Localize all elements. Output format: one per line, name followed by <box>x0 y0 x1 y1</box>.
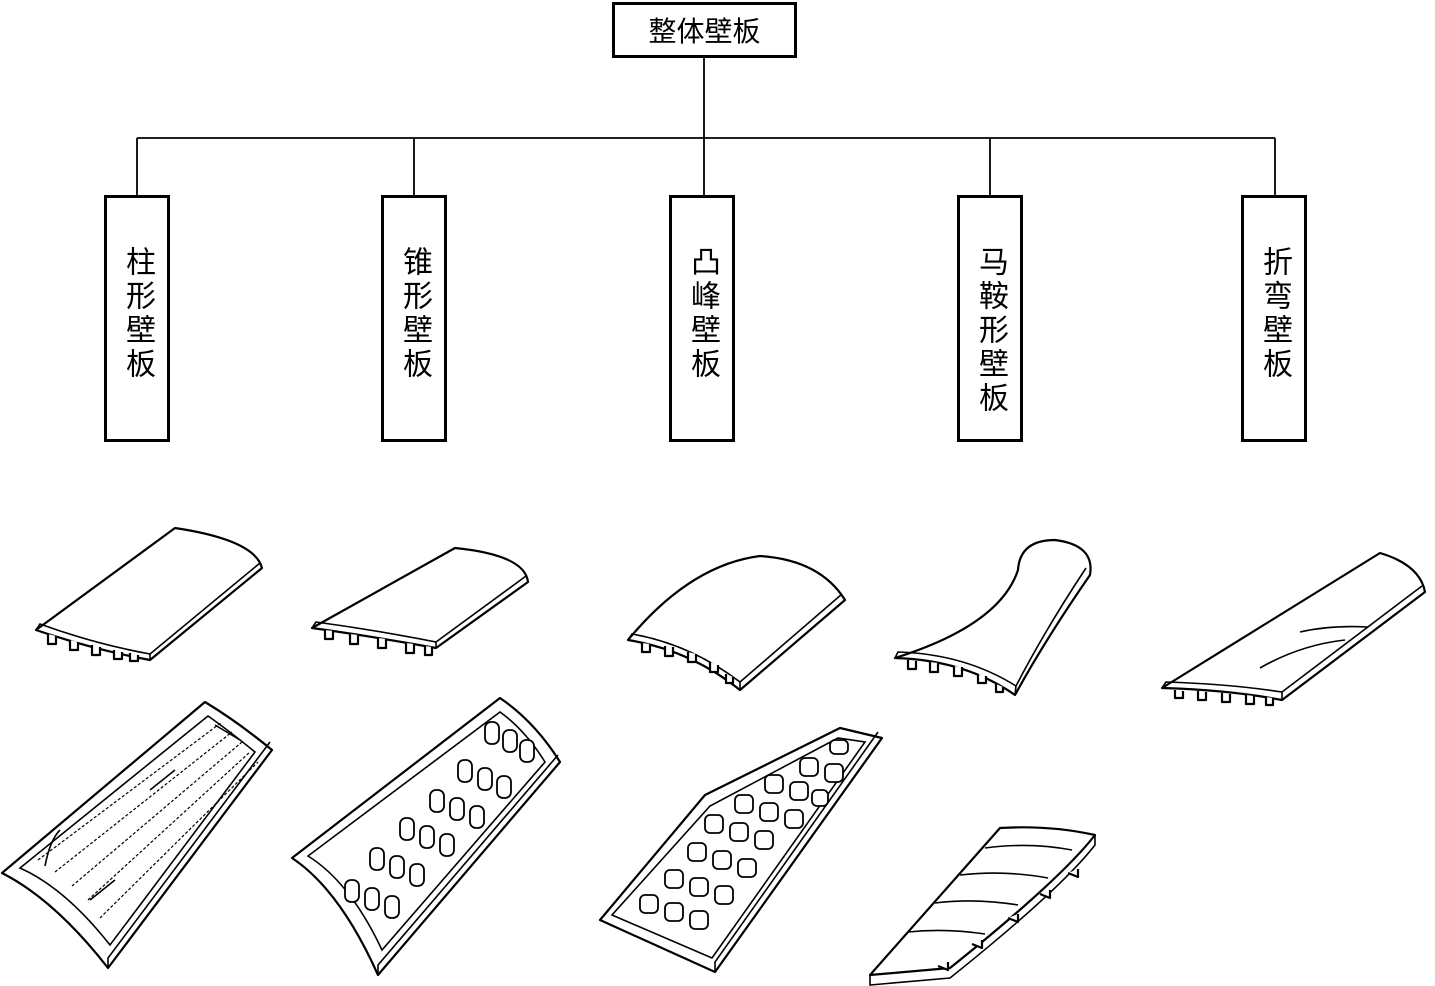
category-label: 折弯壁板 <box>1257 246 1292 382</box>
category-bent: 折弯壁板 <box>1241 195 1307 442</box>
convex-panel-profile <box>626 554 847 692</box>
bent-panel-profile <box>1160 551 1427 707</box>
root-label: 整体壁板 <box>648 15 761 48</box>
category-saddle: 马鞍形壁板 <box>957 195 1023 442</box>
category-conical: 锥形壁板 <box>381 195 447 442</box>
root-node: 整体壁板 <box>612 2 797 58</box>
cylindrical-panel-profile <box>34 526 264 663</box>
category-label: 锥形壁板 <box>397 246 432 382</box>
convex-panel-pocketed <box>598 726 884 974</box>
conical-panel-profile <box>310 546 530 657</box>
category-cylindrical: 柱形壁板 <box>104 195 170 442</box>
conical-panel-pocketed <box>290 696 562 977</box>
saddle-panel-profile <box>893 538 1092 697</box>
cylindrical-panel-ribbed <box>0 700 274 970</box>
category-label: 凸峰壁板 <box>685 246 720 382</box>
category-convex: 凸峰壁板 <box>669 195 735 442</box>
saddle-panel-ribbed <box>868 826 1097 986</box>
category-label: 马鞍形壁板 <box>973 246 1008 416</box>
category-label: 柱形壁板 <box>120 246 155 382</box>
